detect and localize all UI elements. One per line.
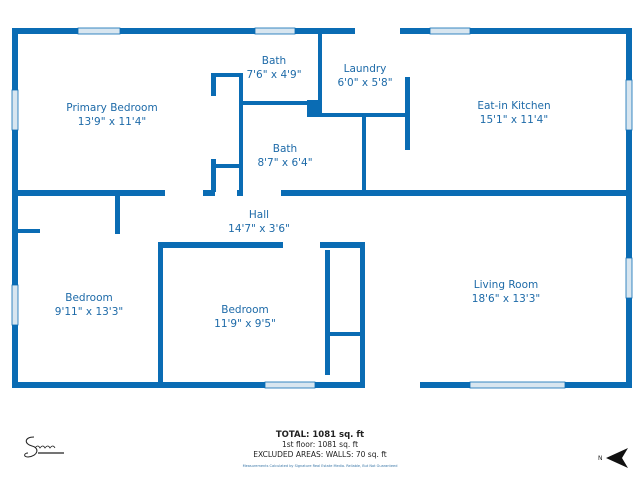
window — [11, 284, 19, 326]
wall — [281, 190, 412, 196]
north-arrow-icon: N — [598, 448, 628, 468]
wall — [330, 332, 363, 336]
wall — [12, 190, 165, 196]
total-area: TOTAL: 1081 sq. ft — [275, 430, 365, 440]
room-kitchen: Eat-in Kitchen 15'1" x 11'4" — [477, 99, 550, 127]
room-size: 8'7" x 6'4" — [257, 157, 313, 169]
wall — [320, 242, 365, 248]
excluded-area: EXCLUDED AREAS: WALLS: 70 sq. ft — [253, 450, 387, 459]
signature-logo — [24, 436, 64, 458]
room-living-room: Living Room 18'6" x 13'3" — [472, 278, 540, 306]
north-label: N — [598, 455, 603, 462]
window — [11, 89, 19, 131]
wall — [18, 229, 40, 233]
wall — [211, 73, 241, 77]
wall — [115, 196, 120, 234]
floor-area: 1st floor: 1081 sq. ft — [281, 440, 359, 449]
room-name: Laundry — [343, 63, 387, 75]
window — [625, 257, 633, 299]
window — [469, 381, 566, 389]
room-name: Bedroom — [221, 304, 269, 316]
walls — [12, 28, 632, 388]
room-size: 14'7" x 3'6" — [228, 223, 290, 235]
room-primary-bedroom: Primary Bedroom 13'9" x 11'4" — [66, 101, 157, 129]
wall — [318, 34, 322, 115]
wall — [12, 28, 18, 388]
room-size: 11'9" x 9'5" — [214, 318, 276, 330]
window — [254, 27, 296, 35]
room-name: Bedroom — [65, 292, 113, 304]
window — [625, 79, 633, 131]
room-bedroom-1: Bedroom 9'11" x 13'3" — [55, 291, 123, 319]
room-size: 6'0" x 5'8" — [337, 77, 393, 89]
wall — [203, 190, 215, 196]
room-laundry: Laundry 6'0" x 5'8" — [337, 62, 392, 90]
wall — [211, 73, 216, 96]
floor-plan — [11, 27, 633, 389]
wall — [239, 73, 243, 192]
room-name: Bath — [272, 143, 298, 155]
wall — [237, 190, 243, 196]
room-bedroom-2: Bedroom 11'9" x 9'5" — [214, 303, 276, 331]
wall — [325, 250, 330, 375]
room-name: Eat-in Kitchen — [477, 100, 551, 112]
wall — [12, 382, 365, 388]
room-name: Living Room — [473, 279, 539, 291]
windows — [11, 27, 633, 389]
wall — [158, 242, 163, 382]
wall — [211, 159, 216, 192]
wall — [307, 113, 410, 117]
room-bath-2: Bath 8'7" x 6'4" — [257, 142, 312, 170]
wall — [12, 28, 355, 34]
wall — [158, 242, 283, 248]
wall — [211, 164, 241, 168]
wall — [362, 113, 366, 193]
room-size: 9'11" x 13'3" — [54, 306, 124, 318]
room-name: Primary Bedroom — [66, 102, 158, 114]
room-size: 15'1" x 11'4" — [479, 114, 549, 126]
room-name: Bath — [261, 55, 287, 67]
wall — [360, 248, 365, 382]
room-hall: Hall 14'7" x 3'6" — [228, 208, 290, 236]
window — [77, 27, 121, 35]
wall — [405, 77, 410, 150]
room-size: 18'6" x 13'3" — [471, 293, 541, 305]
room-name: Hall — [248, 209, 270, 221]
window — [429, 27, 471, 35]
wall — [400, 28, 632, 34]
wall — [410, 190, 632, 196]
room-size: 13'9" x 11'4" — [77, 116, 147, 128]
room-bath-1: Bath 7'6" x 4'9" — [246, 54, 301, 82]
room-size: 7'6" x 4'9" — [246, 69, 302, 81]
disclaimer: Measurements Calculated by Signature Rea… — [242, 464, 398, 468]
window — [264, 381, 316, 389]
wall — [626, 28, 632, 388]
wall — [243, 101, 322, 105]
